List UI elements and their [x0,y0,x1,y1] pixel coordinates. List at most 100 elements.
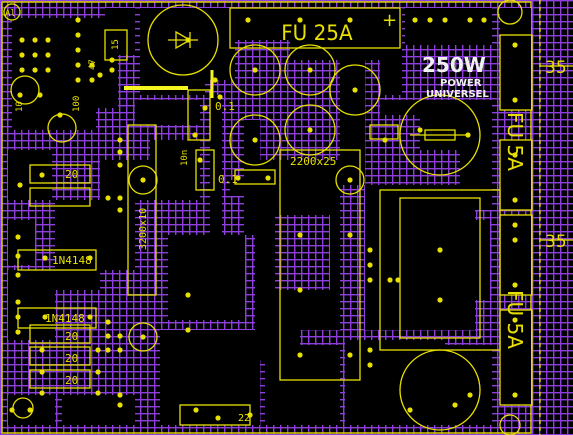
pad [185,292,191,298]
pad [467,392,473,398]
pad [347,17,353,23]
pad [512,282,518,288]
dimension-label-2: 35 [545,232,567,252]
pad [95,347,101,353]
pad [17,182,23,188]
pad [15,299,21,305]
pad [352,87,358,93]
pad [307,67,313,73]
pad [75,77,81,83]
pad [32,52,38,58]
pad [45,67,51,73]
resistor-10-label: 10 [15,101,25,112]
pad [75,17,81,23]
fuse-right-label-1: FU 5A [503,112,527,171]
pad [45,52,51,58]
pad [42,314,48,320]
pad [192,132,198,138]
pad [512,237,518,243]
dimension-label-1: 35 [545,58,567,78]
pad [19,52,25,58]
resistor-20-label-2: 20 [65,330,78,343]
pad [452,402,458,408]
pad [347,352,353,358]
pad [89,77,95,83]
resistor-22-label: 22 [238,413,250,424]
pad [512,222,518,228]
pad [89,62,95,68]
pad [105,333,111,339]
pad [15,329,21,335]
pad [117,402,123,408]
resistor-20-label-3: 20 [65,352,78,365]
pad [307,127,313,133]
pad [367,247,373,253]
pad [512,42,518,48]
pad [465,132,471,138]
pad [347,177,353,183]
pad [417,127,423,133]
pad [39,347,45,353]
pad [512,197,518,203]
pad [252,137,258,143]
pad [467,17,473,23]
pad [193,407,199,413]
pad [117,207,123,213]
pad [265,175,271,181]
pad [117,347,123,353]
pad [367,347,373,353]
pad [247,412,253,418]
pad [105,195,111,201]
pad [427,17,433,23]
pad [297,352,303,358]
pad [297,17,303,23]
pad [245,17,251,23]
pad [39,369,45,375]
fuse-right-label-2: FU 5A [503,290,527,349]
pad [117,333,123,339]
power-title-line2: POWER [440,78,482,89]
pad [197,157,203,163]
pad [512,152,518,158]
copper-pours [8,8,531,425]
pad [202,105,208,111]
pad [42,255,48,261]
silkscreen [3,0,573,435]
pad [95,390,101,396]
pad [117,162,123,168]
pad [297,232,303,238]
pad [117,149,123,155]
pad [387,277,393,283]
pad [15,314,21,320]
pad [407,407,413,413]
pad [215,415,221,421]
pad [9,407,15,413]
pad [412,17,418,23]
pad [87,314,93,320]
resistor-47-label: 47 [88,59,98,70]
pad [37,92,43,98]
corner-mark: Al [5,9,16,19]
pad [32,37,38,43]
fuse-top-label: FU 25A [281,21,352,46]
pad [95,369,101,375]
pad [19,67,25,73]
pad [212,77,218,83]
pad [437,297,443,303]
pad [15,253,21,259]
pad [39,390,45,396]
capacitor-main-label: 2200x25 [290,155,336,168]
pad [442,17,448,23]
resistor-15-label: 15 [111,39,121,50]
pad [32,67,38,73]
pad [367,277,373,283]
pad [75,62,81,68]
pad [75,47,81,53]
pad [140,177,146,183]
pad [512,392,518,398]
pad [57,112,63,118]
pad [217,94,223,100]
power-title-line3: UNIVERSEL [426,89,490,100]
pad [512,317,518,323]
